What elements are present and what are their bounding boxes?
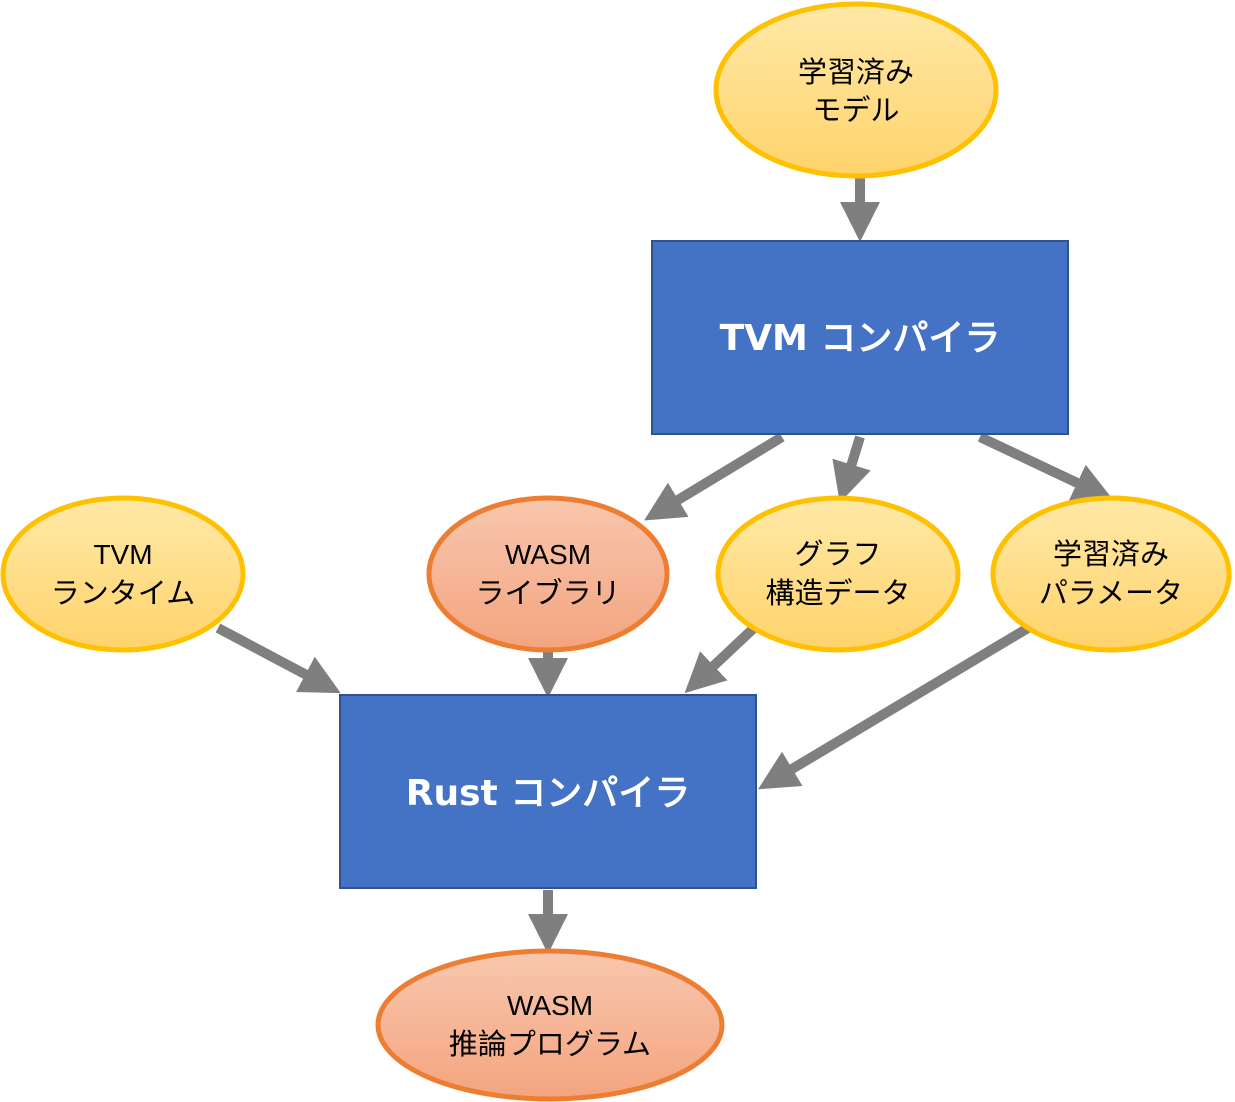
edge-tvm-to-wasm-library bbox=[644, 432, 785, 521]
edge-params-to-rust bbox=[757, 623, 1031, 790]
graph-structure-line1: グラフ bbox=[794, 537, 881, 571]
edge-runtime-to-rust bbox=[215, 623, 341, 694]
trained-model-line1: 学習済み bbox=[798, 55, 914, 89]
wasm-inference-line2: 推論プログラム bbox=[449, 1027, 651, 1061]
trained-model-line2: モデル bbox=[812, 93, 899, 127]
edge-tvm-to-graph bbox=[832, 435, 871, 503]
trained-params-line1: 学習済み bbox=[1053, 537, 1169, 571]
rust-compiler-label: Rust コンパイラ bbox=[406, 773, 691, 814]
node-graph-structure: グラフ 構造データ bbox=[715, 495, 961, 653]
wasm-inference-line1: WASM bbox=[507, 990, 593, 1021]
node-trained-model: 学習済み モデル bbox=[713, 1, 999, 179]
wasm-library-line2: ライブラリ bbox=[475, 576, 620, 610]
node-trained-params: 学習済み パラメータ bbox=[990, 495, 1232, 653]
tvm-runtime-line1: TVM bbox=[93, 539, 152, 570]
wasm-library-line1: WASM bbox=[505, 539, 591, 570]
edge-tvm-to-params bbox=[977, 432, 1114, 501]
tvm-runtime-line2: ランタイム bbox=[51, 576, 195, 610]
graph-structure-line2: 構造データ bbox=[765, 576, 910, 610]
edges bbox=[215, 176, 1114, 954]
node-rust-compiler: Rust コンパイラ bbox=[339, 694, 757, 889]
tvm-compiler-label: TVM コンパイラ bbox=[720, 318, 1001, 359]
node-tvm-runtime: TVM ランタイム bbox=[0, 495, 246, 653]
node-tvm-compiler: TVM コンパイラ bbox=[651, 240, 1069, 435]
node-wasm-library: WASM ライブラリ bbox=[426, 495, 670, 653]
trained-params-line2: パラメータ bbox=[1039, 576, 1183, 610]
node-wasm-inference: WASM 推論プログラム bbox=[375, 948, 725, 1102]
edge-graph-to-rust bbox=[684, 623, 759, 694]
